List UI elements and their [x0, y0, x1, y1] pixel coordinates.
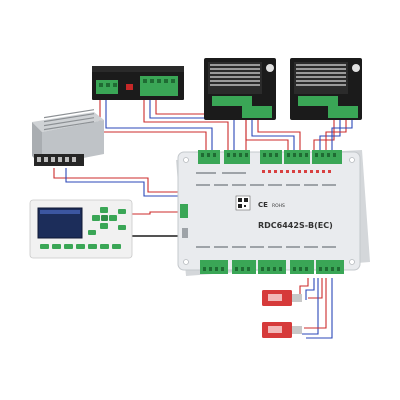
panel-button-reset [40, 244, 49, 249]
panel-button-frame [88, 244, 97, 249]
board-ce-mark: CE [258, 201, 268, 209]
driver1-logo-icon [266, 64, 274, 72]
panel-buttons [40, 207, 126, 249]
panel-button-enter [64, 244, 73, 249]
panel-button-center [101, 215, 108, 221]
panel-button-f2 [118, 209, 126, 214]
board-top-terminal-screws [201, 153, 336, 157]
board-model-label: RDC6442S-B(EC) [258, 221, 333, 230]
wire-board-to-switch1-blue [305, 278, 315, 300]
wire-driver2-to-board-blue [319, 118, 341, 150]
stepper-driver-2 [290, 58, 362, 120]
driver2-terminal-bottom [298, 96, 338, 106]
board-body [177, 151, 361, 271]
board-mounting-holes [183, 157, 355, 265]
wire-psu-to-board-red [53, 168, 185, 204]
wire-driver2-to-board-blue-2 [331, 118, 353, 150]
panel-button-up [100, 207, 108, 213]
wire-relay-to-board-red [99, 98, 207, 150]
driver2-logo-icon [352, 64, 360, 72]
panel-button-left [92, 215, 100, 221]
board-status-leds [262, 170, 331, 173]
board-bottom-terminal-screws [203, 267, 340, 271]
wire-driver1-to-board-red [245, 118, 289, 150]
switch2-face [268, 326, 282, 333]
switch1-face [268, 294, 282, 301]
panel-button-esc [52, 244, 61, 249]
relay-terminal-right [140, 76, 178, 96]
panel-button-f3 [118, 225, 126, 230]
wire-relay-to-board-blue-2 [149, 98, 235, 150]
wire-board-to-switch1-red-b [308, 278, 323, 299]
relay-module [92, 66, 184, 100]
wire-driver2-to-board-red-2 [325, 118, 347, 150]
wire-board-to-switch2-blue [302, 278, 319, 335]
driver1-terminal-right [242, 106, 272, 118]
relay-led-red [126, 84, 133, 90]
driver2-terminal-right [328, 106, 358, 118]
board-rohs-mark: ROHS [272, 203, 285, 209]
limit-switch-2 [262, 322, 302, 338]
wire-board-to-switch1-red [299, 278, 309, 296]
panel-screen-glare [40, 210, 80, 214]
panel-button-down [100, 223, 108, 229]
control-panel [29, 199, 133, 259]
wire-panel-to-board-red [132, 211, 184, 215]
panel-button-right [109, 215, 117, 221]
board-left-port-2 [182, 228, 188, 238]
wire-relay-to-board-blue [105, 98, 213, 150]
relay-terminal-screws [99, 79, 175, 87]
switch1-connector [292, 294, 302, 302]
board-qr-code [235, 195, 251, 211]
board-left-usb-port [180, 204, 188, 218]
panel-button-f1 [88, 230, 96, 235]
driver1-terminal-bottom [212, 96, 252, 106]
panel-button-start [76, 244, 85, 249]
switch2-connector [292, 326, 302, 334]
wire-driver1-to-board-red-2 [257, 118, 301, 150]
wire-relay-to-board-red-2 [143, 98, 229, 150]
psu-vent-grid [44, 109, 94, 131]
board-printed-markings [196, 172, 336, 248]
wire-board-to-switch2-blue-b [306, 278, 333, 339]
panel-button-laser [100, 244, 109, 249]
driver1-label-text [210, 64, 260, 86]
wire-driver2-to-board-red [313, 118, 335, 150]
panel-button-origin [112, 244, 121, 249]
wire-board-to-switch2-red [304, 278, 327, 329]
wire-driver1-to-board-blue [251, 118, 295, 150]
power-supply [32, 109, 104, 166]
limit-switch-1 [262, 290, 302, 306]
controller-board: CE ROHS RDC6442S-B(EC) [176, 150, 370, 276]
psu-terminal-screws [37, 157, 76, 162]
driver2-label-text [296, 64, 346, 86]
relay-module-top-strip [92, 66, 184, 72]
stepper-driver-1 [204, 58, 276, 120]
